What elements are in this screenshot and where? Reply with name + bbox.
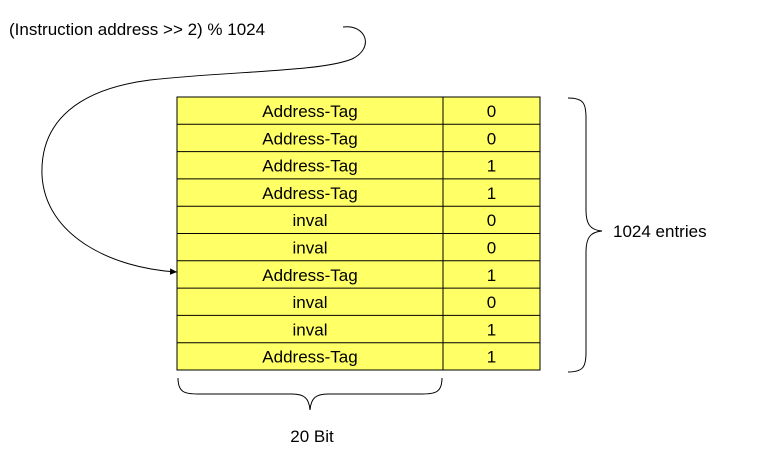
tag-cell: Address-Tag [262, 348, 357, 367]
tag-width-brace [177, 377, 443, 411]
tag-cell: Address-Tag [262, 184, 357, 203]
tag-cell: Address-Tag [262, 129, 357, 148]
tag-cell: Address-Tag [262, 266, 357, 285]
table-row: inval 0 [177, 233, 540, 258]
table-row: Address-Tag 1 [177, 151, 540, 176]
entries-label: 1024 entries [613, 222, 707, 241]
valid-bit-cell: 0 [487, 129, 496, 148]
tag-width-label: 20 Bit [290, 427, 334, 446]
index-formula-label: (Instruction address >> 2) % 1024 [9, 20, 265, 39]
valid-bit-cell: 1 [487, 320, 496, 339]
tag-cell: inval [293, 293, 328, 312]
table-row: Address-Tag 1 [177, 342, 540, 367]
valid-bit-cell: 0 [487, 211, 496, 230]
tag-cell: inval [293, 320, 328, 339]
valid-bit-cell: 1 [487, 266, 496, 285]
table-row: Address-Tag 1 [177, 178, 540, 203]
entries-brace [567, 97, 603, 373]
valid-bit-cell: 0 [487, 102, 496, 121]
tag-cell: Address-Tag [262, 157, 357, 176]
valid-bit-cell: 0 [487, 293, 496, 312]
tag-cell: inval [293, 211, 328, 230]
valid-bit-cell: 1 [487, 157, 496, 176]
index-arrow [41, 26, 366, 275]
table-row: Address-Tag 1 [177, 260, 540, 285]
valid-bit-cell: 0 [487, 239, 496, 258]
tag-cell: Address-Tag [262, 102, 357, 121]
table-row: inval 0 [177, 287, 540, 312]
table-row: inval 0 [177, 205, 540, 230]
table-row: Address-Tag 0 [177, 123, 540, 148]
valid-bit-cell: 1 [487, 348, 496, 367]
valid-bit-cell: 1 [487, 184, 496, 203]
table-row: Address-Tag 0 [262, 102, 496, 121]
tag-cell: inval [293, 239, 328, 258]
table-row: inval 1 [177, 314, 540, 339]
